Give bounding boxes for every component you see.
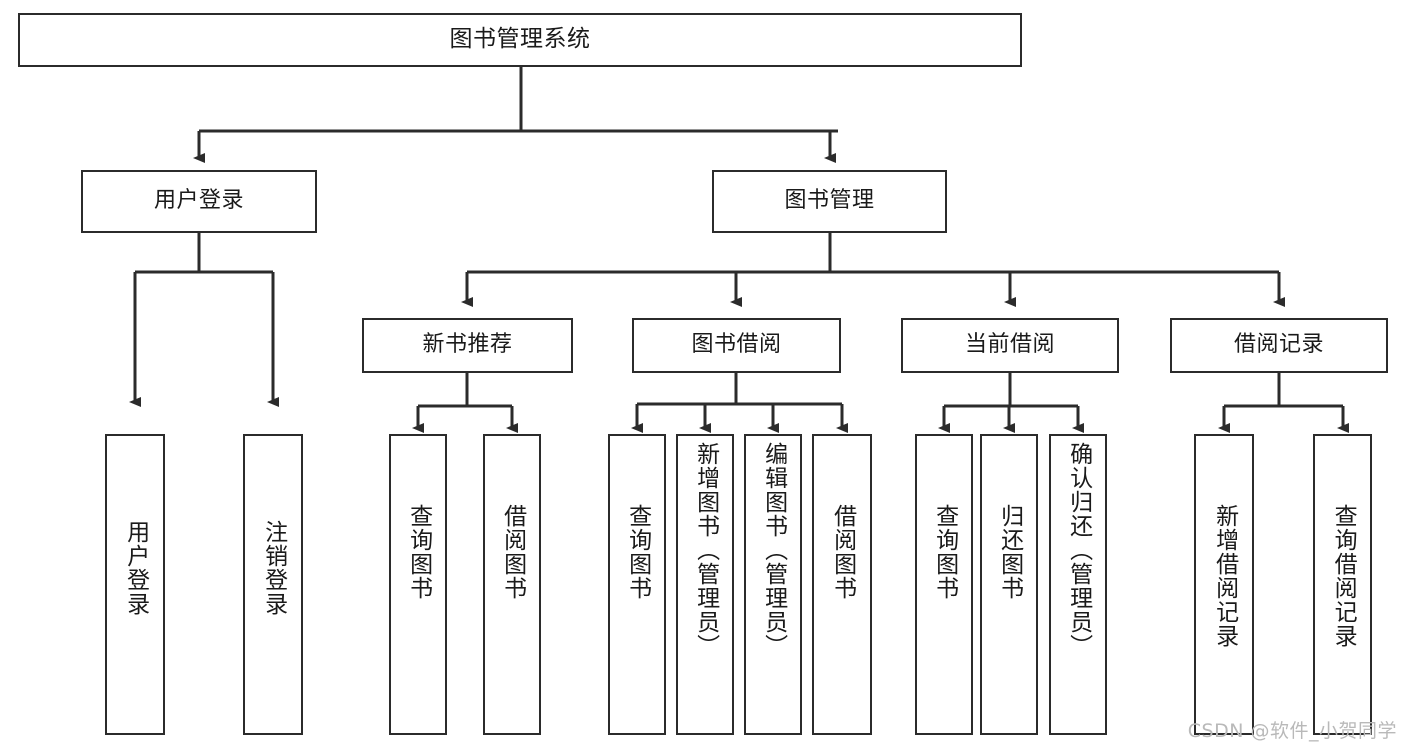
node-book-borrow[interactable]: 图书借阅 — [632, 318, 841, 373]
leaf-add-record[interactable]: 新增借阅记录 — [1194, 434, 1254, 735]
watermark: CSDN @软件_小贺同学 — [1187, 720, 1397, 742]
leaf-query-book-2[interactable]: 查询图书 — [608, 434, 666, 735]
leaf-borrow-book-1-label: 借阅图书 — [499, 504, 526, 600]
node-user-login-label: 用户登录 — [153, 188, 244, 214]
leaf-edit-book[interactable]: 编辑图书（管理员） — [744, 434, 802, 735]
node-user-login[interactable]: 用户登录 — [81, 170, 317, 233]
leaf-confirm-return-label: 确认归还（管理员） — [1065, 442, 1092, 658]
leaf-return-book[interactable]: 归还图书 — [980, 434, 1038, 735]
leaf-logout-login-label: 注销登录 — [260, 520, 287, 616]
node-root[interactable]: 图书管理系统 — [18, 13, 1022, 67]
leaf-query-book-2-label: 查询图书 — [624, 504, 651, 600]
leaf-query-record[interactable]: 查询借阅记录 — [1313, 434, 1372, 735]
leaf-query-book-1[interactable]: 查询图书 — [389, 434, 447, 735]
leaf-borrow-book-1[interactable]: 借阅图书 — [483, 434, 541, 735]
leaf-confirm-return[interactable]: 确认归还（管理员） — [1049, 434, 1107, 735]
node-new-book-recommend-label: 新书推荐 — [422, 332, 513, 358]
leaf-edit-book-label: 编辑图书（管理员） — [760, 442, 787, 658]
node-current-borrow[interactable]: 当前借阅 — [901, 318, 1119, 373]
node-borrow-record[interactable]: 借阅记录 — [1170, 318, 1388, 373]
leaf-query-book-3[interactable]: 查询图书 — [915, 434, 973, 735]
node-current-borrow-label: 当前借阅 — [964, 332, 1055, 358]
leaf-user-login-label: 用户登录 — [122, 520, 149, 616]
leaf-query-record-label: 查询借阅记录 — [1330, 504, 1357, 648]
leaf-add-book-label: 新增图书（管理员） — [692, 442, 719, 658]
leaf-borrow-book-2-label: 借阅图书 — [829, 504, 856, 600]
node-book-borrow-label: 图书借阅 — [691, 332, 782, 358]
leaf-logout-login[interactable]: 注销登录 — [243, 434, 303, 735]
leaf-return-book-label: 归还图书 — [996, 504, 1023, 600]
node-root-label: 图书管理系统 — [449, 26, 591, 53]
leaf-borrow-book-2[interactable]: 借阅图书 — [812, 434, 872, 735]
node-new-book-recommend[interactable]: 新书推荐 — [362, 318, 573, 373]
node-book-management-label: 图书管理 — [784, 188, 875, 214]
node-borrow-record-label: 借阅记录 — [1233, 332, 1324, 358]
leaf-query-book-1-label: 查询图书 — [405, 504, 432, 600]
leaf-add-record-label: 新增借阅记录 — [1211, 504, 1238, 648]
leaf-user-login[interactable]: 用户登录 — [105, 434, 165, 735]
leaf-query-book-3-label: 查询图书 — [931, 504, 958, 600]
node-book-management[interactable]: 图书管理 — [712, 170, 947, 233]
leaf-add-book[interactable]: 新增图书（管理员） — [676, 434, 734, 735]
